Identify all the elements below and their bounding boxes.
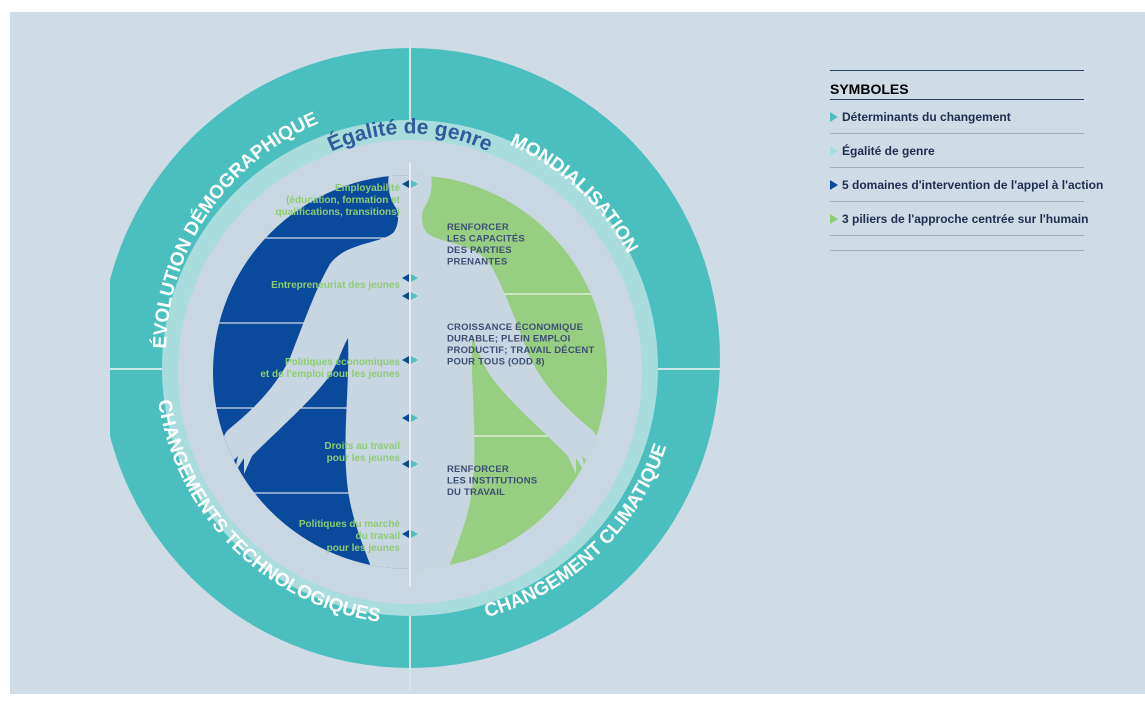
legend-bottom-rule [830,236,1084,251]
domain-label-line: Employabilité [335,183,400,194]
triangle-marker-icon [830,213,838,224]
domain-label-line: Politiques du marché [299,519,401,530]
domain-label-line: Entrepreneuriat des jeunes [271,280,400,291]
legend-item-label: Déterminants du changement [842,109,1011,124]
double-arrow-icon [402,292,418,300]
domain-label-line: et de l'emploi pour les jeunes [260,369,400,380]
double-arrow-icon [402,356,418,364]
legend-top-rule [830,70,1084,71]
triangle-marker-icon [830,111,838,122]
pillar-label-line: DU TRAVAIL [447,487,505,498]
double-arrow-icon [402,180,418,188]
arrow-left-icon [402,460,409,468]
legend-item-label: Égalité de genre [842,143,935,158]
pillar-label-line: POUR TOUS (ODD 8) [447,357,545,368]
arrow-left-icon [402,180,409,188]
legend-item: 5 domaines d'intervention de l'appel à l… [830,168,1103,202]
domain-label-line: qualifications, transitions) [276,207,400,218]
legend-item-label: 5 domaines d'intervention de l'appel à l… [842,177,1104,192]
arrow-right-icon [411,180,418,188]
arrow-right-icon [411,414,418,422]
youth-employment-diagram: ÉVOLUTION DÉMOGRAPHIQUE MONDIALISATION C… [110,42,720,692]
double-arrow-icon [402,274,418,282]
legend-item: 3 piliers de l'approche centrée sur l'hu… [830,202,1088,236]
pillar-label-line: PRODUCTIF; TRAVAIL DÉCENT [447,345,595,356]
legend-item: Égalité de genre [830,134,1084,168]
pillar-label-line: CROISSANCE ÉCONOMIQUE [447,322,583,333]
arrow-right-icon [411,274,418,282]
triangle-marker-icon [830,145,838,156]
arrow-right-icon [411,530,418,538]
arrow-right-icon [411,460,418,468]
double-arrow-icon [402,530,418,538]
pillar-label-line: RENFORCER [447,464,509,475]
domain-label-line: pour les jeunes [327,543,401,554]
legend-title: SYMBOLES [830,71,1084,100]
pillar-label-line: DURABLE; PLEIN EMPLOI [447,334,570,345]
arrow-right-icon [411,292,418,300]
domain-label-line: Droits au travail [324,441,400,452]
legend-item: Déterminants du changement [830,100,1084,134]
double-arrow-icon [402,414,418,422]
arrow-left-icon [402,414,409,422]
arrow-left-icon [402,274,409,282]
legend-item-label: 3 piliers de l'approche centrée sur l'hu… [842,211,1089,226]
domains-group: Employabilité(éducation, formation etqua… [260,183,400,554]
arrow-left-icon [402,292,409,300]
pillar-label-line: DES PARTIES [447,245,512,256]
arrows-group [402,180,418,538]
domain-label-line: pour les jeunes [327,453,401,464]
domain-label-line: Politiques économiques [285,357,400,368]
pillar-label-line: PRENANTES [447,257,507,268]
pillar-label-line: LES INSTITUTIONS [447,476,537,487]
arrow-right-icon [411,356,418,364]
pillar-label-line: RENFORCER [447,222,509,233]
domain-label-line: (éducation, formation et [286,195,401,206]
arrow-left-icon [402,356,409,364]
triangle-marker-icon [830,179,838,190]
domain-label-line: du travail [356,531,401,542]
pillar-label-line: LES CAPACITÉS [447,234,525,245]
arrow-left-icon [402,530,409,538]
double-arrow-icon [402,460,418,468]
